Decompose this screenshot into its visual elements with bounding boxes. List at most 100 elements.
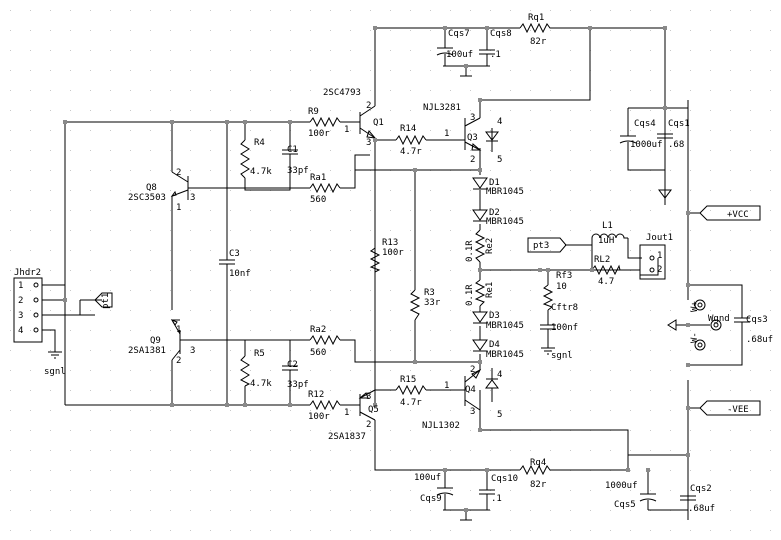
label-cqs9-ref: Cqs9 <box>420 494 442 504</box>
connector-jout1 <box>639 244 666 280</box>
port-pt3 <box>527 237 567 253</box>
label-r9-value: 100r <box>308 129 330 139</box>
label-jhdr2: Jhdr2 <box>14 268 41 278</box>
capacitor-cqs4 <box>619 124 637 156</box>
resistor-symbols <box>239 22 621 476</box>
label-cqs5-ref: Cqs5 <box>614 500 636 510</box>
label-c3-ref: C3 <box>229 249 240 259</box>
pin-q1-3: 3 <box>366 138 371 148</box>
resistor-rq1 <box>519 22 554 34</box>
pin-q4-5: 5 <box>497 410 502 420</box>
label-vee: -VEE <box>727 405 749 415</box>
label-rq1-value: 82r <box>530 37 547 47</box>
resistor-r5 <box>239 355 251 387</box>
junction-dots <box>63 26 690 512</box>
capacitor-cqs1 <box>657 124 673 150</box>
label-rq1-ref: Rq1 <box>528 13 544 23</box>
pin-q3-1: 1 <box>444 129 449 139</box>
pin-q4-3: 3 <box>470 407 475 417</box>
label-jhdr2-pin3: 3 <box>18 311 23 321</box>
resistor-ra1 <box>309 182 341 194</box>
capacitor-cqs7 <box>436 42 454 62</box>
label-d1-part: MBR1045 <box>486 187 524 197</box>
transistor-q4 <box>450 368 482 411</box>
label-cqs4-ref: Cqs4 <box>634 119 656 129</box>
label-r12-value: 100r <box>308 412 330 422</box>
resistor-re1 <box>474 279 486 307</box>
label-cqs9-value: 100uf <box>414 473 441 483</box>
label-ra2-ref: Ra2 <box>310 325 326 335</box>
label-l1-ref: L1 <box>602 221 613 231</box>
pin-q5-3: 3 <box>366 392 371 402</box>
label-cqs3-ref: Cqs3 <box>746 315 768 325</box>
label-jout1: Jout1 <box>646 233 673 243</box>
label-q4-part: NJL1302 <box>422 421 460 431</box>
diode-d2 <box>472 209 488 222</box>
label-rf3-value: 10 <box>556 282 567 292</box>
wgnd-terminal <box>667 299 722 351</box>
pin-q4-1: 1 <box>444 381 449 391</box>
label-cqs5-value: 1000uf <box>605 481 638 491</box>
label-q1-part: 2SC4793 <box>323 88 361 98</box>
ground-cqs4 <box>658 189 672 199</box>
label-re2-value: 0.1R <box>465 240 475 262</box>
label-r14-value: 4.7r <box>400 147 422 157</box>
diode-q4-internal <box>485 368 499 402</box>
label-cqs10-value: .1 <box>491 494 502 504</box>
resistor-r13 <box>369 247 381 273</box>
transistor-q8 <box>170 171 189 200</box>
port-vee <box>699 400 761 416</box>
label-r13-value: 100r <box>382 248 404 258</box>
resistor-r14 <box>395 134 427 146</box>
label-d4-ref: D4 <box>489 340 500 350</box>
wiring <box>42 27 743 520</box>
diode-d3 <box>472 311 488 324</box>
capacitor-cqs10 <box>479 482 495 502</box>
label-cqs2-value: .68uf <box>688 504 715 514</box>
label-rl2-ref: RL2 <box>594 255 610 265</box>
resistor-r3 <box>409 289 421 321</box>
capacitor-symbols <box>219 42 750 510</box>
label-cqs3-value: .68uf <box>746 335 773 345</box>
label-r14-ref: R14 <box>400 124 416 134</box>
label-l1-value: 1uH <box>598 236 614 246</box>
label-r13-ref: R13 <box>382 238 398 248</box>
label-jhdr2-pin2: 2 <box>18 296 23 306</box>
resistor-r4 <box>240 139 250 179</box>
label-re1-value: 0.1R <box>465 284 475 306</box>
label-rq4-value: 82r <box>530 480 547 490</box>
resistor-r9 <box>309 116 341 128</box>
label-d4-part: MBR1045 <box>486 350 524 360</box>
label-jout1-pin1: 1 <box>657 251 662 261</box>
capacitor-cqs9 <box>436 482 454 502</box>
label-q9-part: 2SA1381 <box>128 346 166 356</box>
label-r5-ref: R5 <box>254 349 265 359</box>
inductor-l1 <box>591 233 628 239</box>
label-rl2-value: 4.7 <box>598 277 614 287</box>
resistor-rq4 <box>519 464 554 476</box>
resistor-r12 <box>309 399 341 411</box>
capacitor-cqs8 <box>479 42 495 62</box>
transistor-q9 <box>170 318 181 361</box>
resistor-ra2 <box>309 334 341 346</box>
label-d3-part: MBR1045 <box>486 321 524 331</box>
label-d2-ref: D2 <box>489 208 500 218</box>
label-r3-ref: R3 <box>424 288 435 298</box>
label-wplus: W+ <box>690 301 700 312</box>
label-r3-value: 33r <box>424 298 441 308</box>
pin-q5-1: 1 <box>344 408 349 418</box>
label-cqs8-ref: Cqs8 <box>490 29 512 39</box>
label-q5-part: 2SA1837 <box>328 432 366 442</box>
transistor-q1 <box>348 100 377 140</box>
label-wgnd: Wgnd <box>708 314 730 324</box>
label-r4-ref: R4 <box>254 138 265 148</box>
diode-q3-internal <box>485 131 499 142</box>
label-d2-part: MBR1045 <box>486 217 524 227</box>
label-cqs7-ref: Cqs7 <box>448 29 470 39</box>
label-cqs2-ref: Cqs2 <box>690 484 712 494</box>
resistor-r15 <box>395 384 427 396</box>
label-ground-center: sgnl <box>551 351 573 361</box>
port-vcc <box>699 205 761 221</box>
label-q8-part: 2SC3503 <box>128 193 166 203</box>
